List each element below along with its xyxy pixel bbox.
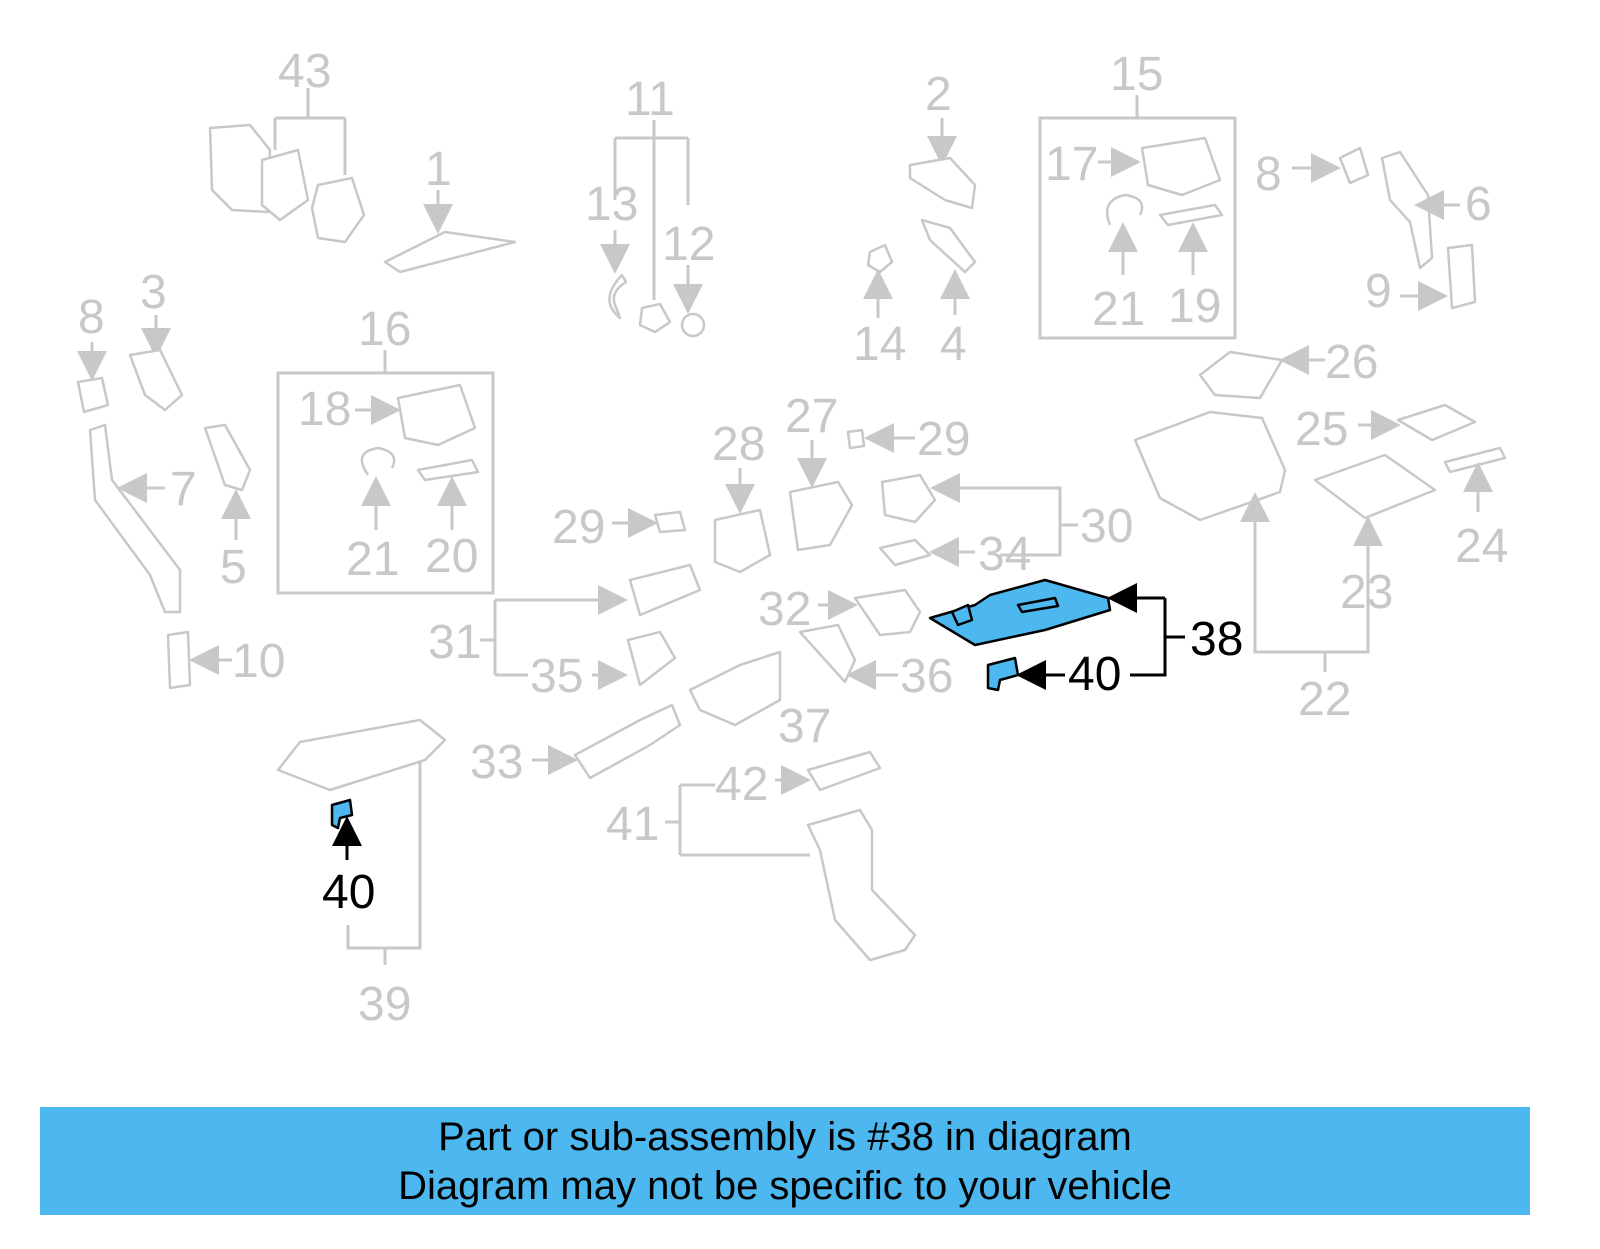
callout-16: 16 [358, 303, 411, 356]
callout-23: 23 [1340, 566, 1393, 619]
part-38-duct [928, 578, 1112, 647]
part-40-clip-left [330, 798, 354, 830]
callout-24: 24 [1455, 520, 1508, 573]
callout-2: 2 [925, 68, 952, 121]
callout-31: 31 [428, 616, 481, 669]
callout-32: 32 [758, 583, 811, 636]
banner-line-1: Part or sub-assembly is #38 in diagram [438, 1115, 1132, 1159]
callout-5: 5 [220, 541, 247, 594]
callout-21-right: 21 [1092, 283, 1145, 336]
callout-25: 25 [1295, 403, 1348, 456]
callout-36: 36 [900, 650, 953, 703]
callout-29-top: 29 [917, 413, 970, 466]
callout-6: 6 [1465, 178, 1492, 231]
callout-39: 39 [358, 978, 411, 1031]
callout-10: 10 [232, 635, 285, 688]
info-banner: Part or sub-assembly is #38 in diagram D… [40, 1107, 1530, 1215]
callout-17: 17 [1045, 138, 1098, 191]
callout-38: 38 [1190, 613, 1243, 666]
callout-4: 4 [940, 318, 967, 371]
callout-14: 14 [853, 318, 906, 371]
callout-29-left: 29 [552, 501, 605, 554]
callout-13: 13 [585, 178, 638, 231]
callout-8-left: 8 [78, 291, 105, 344]
callout-21-left: 21 [346, 533, 399, 586]
callout-27: 27 [785, 390, 838, 443]
callout-33: 33 [470, 736, 523, 789]
group-15-box [1038, 116, 1237, 340]
callout-12: 12 [662, 218, 715, 271]
parts-diagram: 43 1 11 13 12 2 4 14 15 17 21 19 8 6 9 8… [76, 45, 1508, 1031]
callout-9: 9 [1365, 265, 1392, 318]
callout-42: 42 [715, 758, 768, 811]
callout-40-left: 40 [322, 866, 375, 919]
callout-28: 28 [712, 418, 765, 471]
callout-18: 18 [298, 383, 351, 436]
callout-41: 41 [606, 798, 659, 851]
callout-35: 35 [530, 650, 583, 703]
callout-3: 3 [140, 266, 167, 319]
group-16-box [276, 371, 495, 595]
part-40-clip-right [986, 656, 1020, 692]
callout-37: 37 [778, 700, 831, 753]
banner-line-2: Diagram may not be specific to your vehi… [398, 1164, 1172, 1208]
callout-40-right: 40 [1068, 648, 1121, 701]
callout-7: 7 [170, 463, 197, 516]
callout-19: 19 [1168, 280, 1221, 333]
callout-43: 43 [278, 45, 331, 98]
callout-1: 1 [425, 143, 452, 196]
callout-11: 11 [625, 73, 675, 126]
callout-15: 15 [1110, 48, 1163, 101]
callout-26: 26 [1325, 336, 1378, 389]
part-43-blower [208, 88, 366, 244]
callout-34: 34 [978, 528, 1031, 581]
callout-8-right: 8 [1255, 148, 1282, 201]
callout-30: 30 [1080, 500, 1133, 553]
callout-20: 20 [425, 530, 478, 583]
callout-22: 22 [1298, 673, 1351, 726]
part-1-strip [383, 230, 517, 274]
